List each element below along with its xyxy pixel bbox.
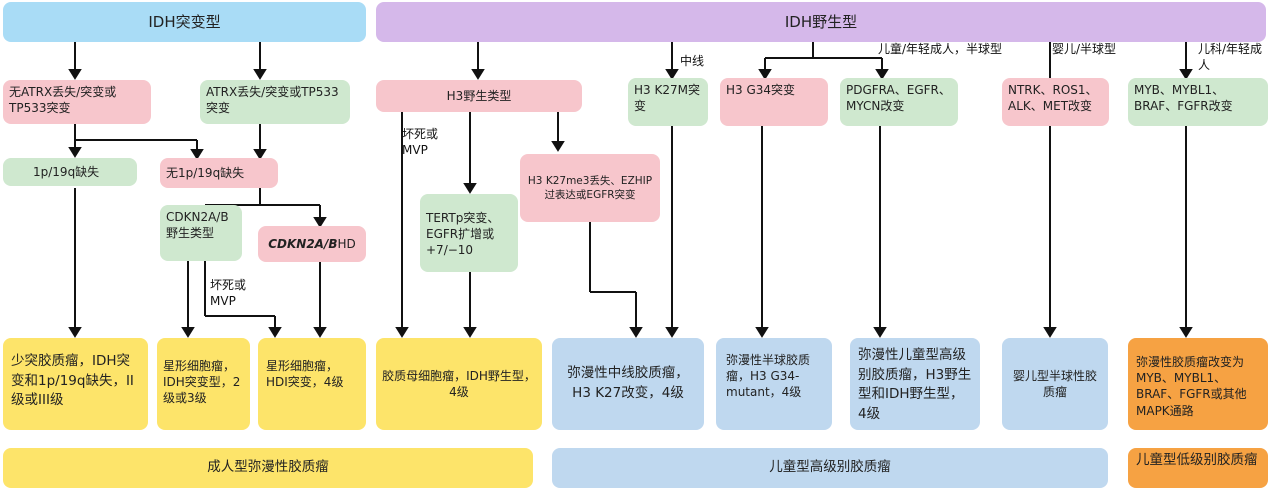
outcome-pediatric-hgg-wildtype: 弥漫性儿童型高级别胶质瘤，H3野生型和IDH野生型，4级 xyxy=(850,338,980,430)
footer-pediatric-low-grade: 儿童型低级别胶质瘤 xyxy=(1128,448,1268,488)
node-cdkn2ab-hd: CDKN2A/B HD xyxy=(258,226,366,262)
node-h3-g34: H3 G34突变 xyxy=(720,78,828,126)
outcome-oligodendroglioma: 少突胶质瘤，IDH突变和1p/19q缺失，II级或III级 xyxy=(3,338,148,430)
cdkn-hd-suffix: HD xyxy=(337,236,356,251)
outcome-infant-hemispheric-glioma: 婴儿型半球性胶质瘤 xyxy=(1002,338,1108,430)
node-h3-k27m: H3 K27M突变 xyxy=(628,78,708,126)
outcome-diffuse-midline-glioma: 弥漫性中线胶质瘤，H3 K27改变，4级 xyxy=(552,338,704,430)
node-pdgfra-egfr-mycn: PDGFRA、EGFR、MYCN改变 xyxy=(840,78,958,126)
outcome-astrocytoma-grade23: 星形细胞瘤，IDH突变型，2级或3级 xyxy=(157,338,250,430)
label-necrosis-mvp-mid: 坏死或MVP xyxy=(402,127,439,157)
outcome-diffuse-hemispheric-glioma: 弥漫性半球胶质瘤，H3 G34-mutant，4级 xyxy=(716,338,832,430)
node-myb-mybl1: MYB、MYBL1、BRAF、FGFR改变 xyxy=(1128,78,1268,126)
label-child-young: 儿科/年轻成人 xyxy=(1198,42,1263,72)
node-cdkn2ab-wildtype: CDKN2A/B野生类型 xyxy=(160,205,242,261)
footer-adult-diffuse-glioma: 成人型弥漫性胶质瘤 xyxy=(3,448,533,488)
label-infant-hemi: 婴儿/半球型 xyxy=(1052,42,1117,56)
outcome-glioblastoma: 胶质母细胞瘤，IDH野生型，4级 xyxy=(376,338,542,430)
node-1p19q-codeletion: 1p/19q缺失 xyxy=(3,158,137,186)
node-k27me3-loss: H3 K27me3丢失、EZHIP过表达或EGFR突变 xyxy=(520,154,660,222)
node-h3-wildtype: H3野生类型 xyxy=(376,80,582,112)
node-no-atrx: 无ATRX丢失/突变或TP533突变 xyxy=(3,80,151,124)
node-no-1p19q: 无1p/19q缺失 xyxy=(160,158,278,188)
label-midline: 中线 xyxy=(680,54,705,68)
node-ntrk-ros1: NTRK、ROS1、ALK、MET改变 xyxy=(1002,78,1109,126)
label-necrosis-mvp-left: 坏死或MVP xyxy=(210,278,247,308)
cdkn-gene-text: CDKN2A/B xyxy=(268,236,338,251)
node-atrx: ATRX丢失/突变或TP533突变 xyxy=(200,80,350,124)
node-tert-egfr: TERTp突变、EGFR扩增或+7/−10 xyxy=(420,194,518,272)
outcome-pediatric-llg-mapk: 弥漫性胶质瘤改变为MYB、MYBL1、BRAF、FGFR或其他MAPK通路 xyxy=(1128,338,1268,430)
footer-pediatric-high-grade: 儿童型高级别胶质瘤 xyxy=(552,448,1108,488)
label-child-young-hemi: 儿童/年轻成人，半球型 xyxy=(878,42,1003,56)
outcome-astrocytoma-grade4: 星形细胞瘤，HDI突变，4级 xyxy=(258,338,366,430)
header-idh-mutant: IDH突变型 xyxy=(3,2,366,42)
header-idh-wildtype: IDH野生型 xyxy=(376,2,1266,42)
